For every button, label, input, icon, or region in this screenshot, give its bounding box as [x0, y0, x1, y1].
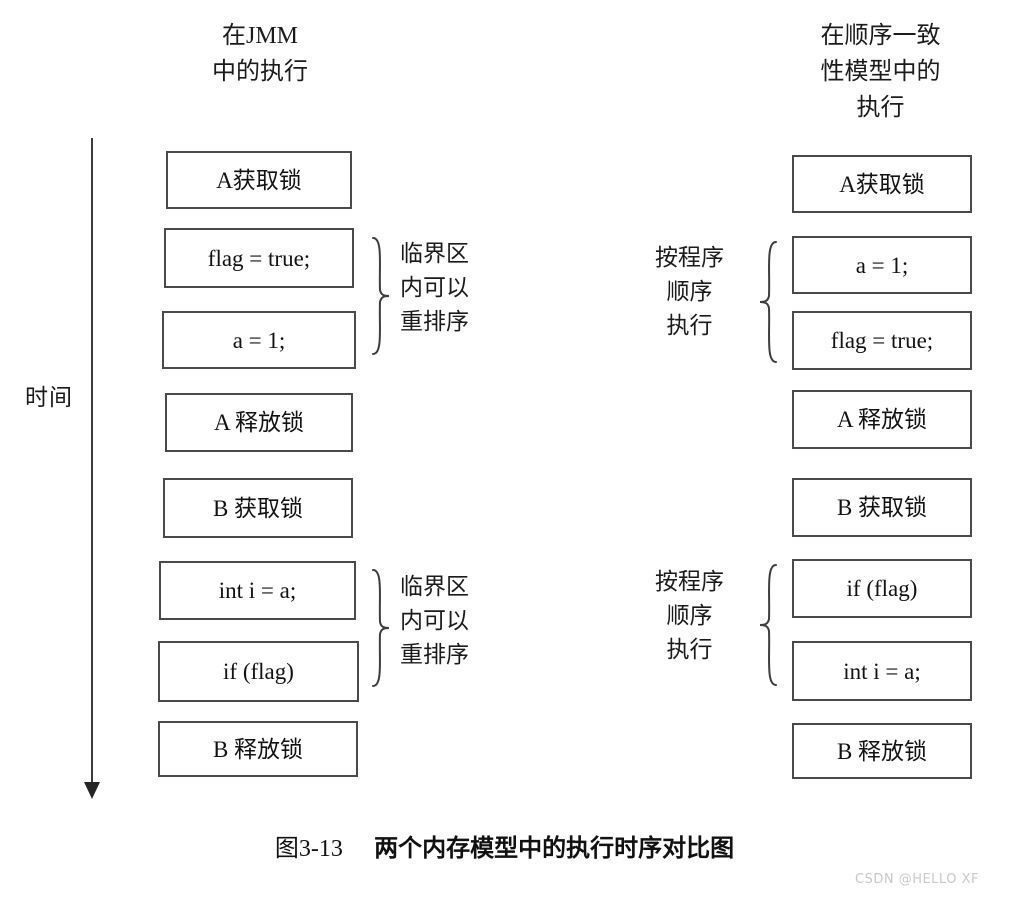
step-box: a = 1; — [792, 236, 972, 294]
step-box: A获取锁 — [166, 151, 352, 209]
column-header-jmm-line-1: 在JMM — [221, 23, 299, 49]
step-box: flag = true; — [792, 311, 972, 370]
step-box: B 释放锁 — [158, 721, 358, 777]
step-box: flag = true; — [164, 228, 354, 288]
time-axis-label: 时间 — [25, 385, 73, 410]
step-box: int i = a; — [159, 561, 356, 620]
group-annotation-line: 顺序 — [666, 279, 713, 304]
time-axis-arrow-icon — [84, 782, 100, 799]
group-annotation-line: 临界区 — [400, 241, 469, 266]
group-annotation-line: 按程序 — [655, 569, 724, 594]
column-header-sequential-consistency: 在顺序一致 性模型中的 执行 — [778, 18, 983, 126]
group-annotation-line: 按程序 — [655, 245, 724, 270]
group-annotation: 临界区内可以重排序 — [400, 570, 469, 672]
group-annotation-line: 临界区 — [400, 574, 469, 599]
group-annotation: 按程序顺序执行 — [655, 241, 724, 343]
figure-caption-text: 两个内存模型中的执行时序对比图 — [374, 835, 735, 862]
figure-caption: 图3-13 两个内存模型中的执行时序对比图 — [0, 828, 1009, 863]
time-axis-line — [91, 138, 93, 788]
step-box: A 释放锁 — [792, 390, 972, 449]
step-box: if (flag) — [158, 641, 359, 702]
grouping-brace-icon — [757, 563, 779, 687]
group-annotation-line: 顺序 — [666, 603, 713, 628]
step-box: A获取锁 — [792, 155, 972, 213]
grouping-brace-icon — [370, 236, 392, 356]
figure-number: 图3-13 — [274, 836, 343, 862]
step-box: B 获取锁 — [792, 478, 972, 537]
group-annotation: 按程序顺序执行 — [655, 565, 724, 667]
step-box: B 释放锁 — [792, 723, 972, 779]
column-header-sc-line-3: 执行 — [856, 95, 905, 121]
group-annotation-line: 内可以 — [400, 275, 469, 300]
step-box: B 获取锁 — [163, 478, 353, 538]
column-header-sc-line-1: 在顺序一致 — [820, 23, 941, 49]
column-header-sc-line-2: 性模型中的 — [820, 59, 941, 85]
step-box: if (flag) — [792, 559, 972, 618]
step-box: int i = a; — [792, 641, 972, 701]
column-header-jmm-line-2: 中的执行 — [212, 59, 308, 85]
group-annotation-line: 重排序 — [400, 642, 469, 667]
step-box: a = 1; — [162, 311, 356, 369]
grouping-brace-icon — [757, 240, 779, 364]
group-annotation-line: 重排序 — [400, 309, 469, 334]
watermark: CSDN @HELLO XF — [855, 872, 979, 887]
group-annotation: 临界区内可以重排序 — [400, 237, 469, 339]
column-header-jmm: 在JMM 中的执行 — [160, 18, 360, 90]
group-annotation-line: 执行 — [666, 313, 713, 338]
grouping-brace-icon — [370, 568, 392, 688]
group-annotation-line: 内可以 — [400, 608, 469, 633]
step-box: A 释放锁 — [165, 393, 353, 452]
group-annotation-line: 执行 — [666, 637, 713, 662]
time-axis: 时间 — [25, 130, 132, 810]
